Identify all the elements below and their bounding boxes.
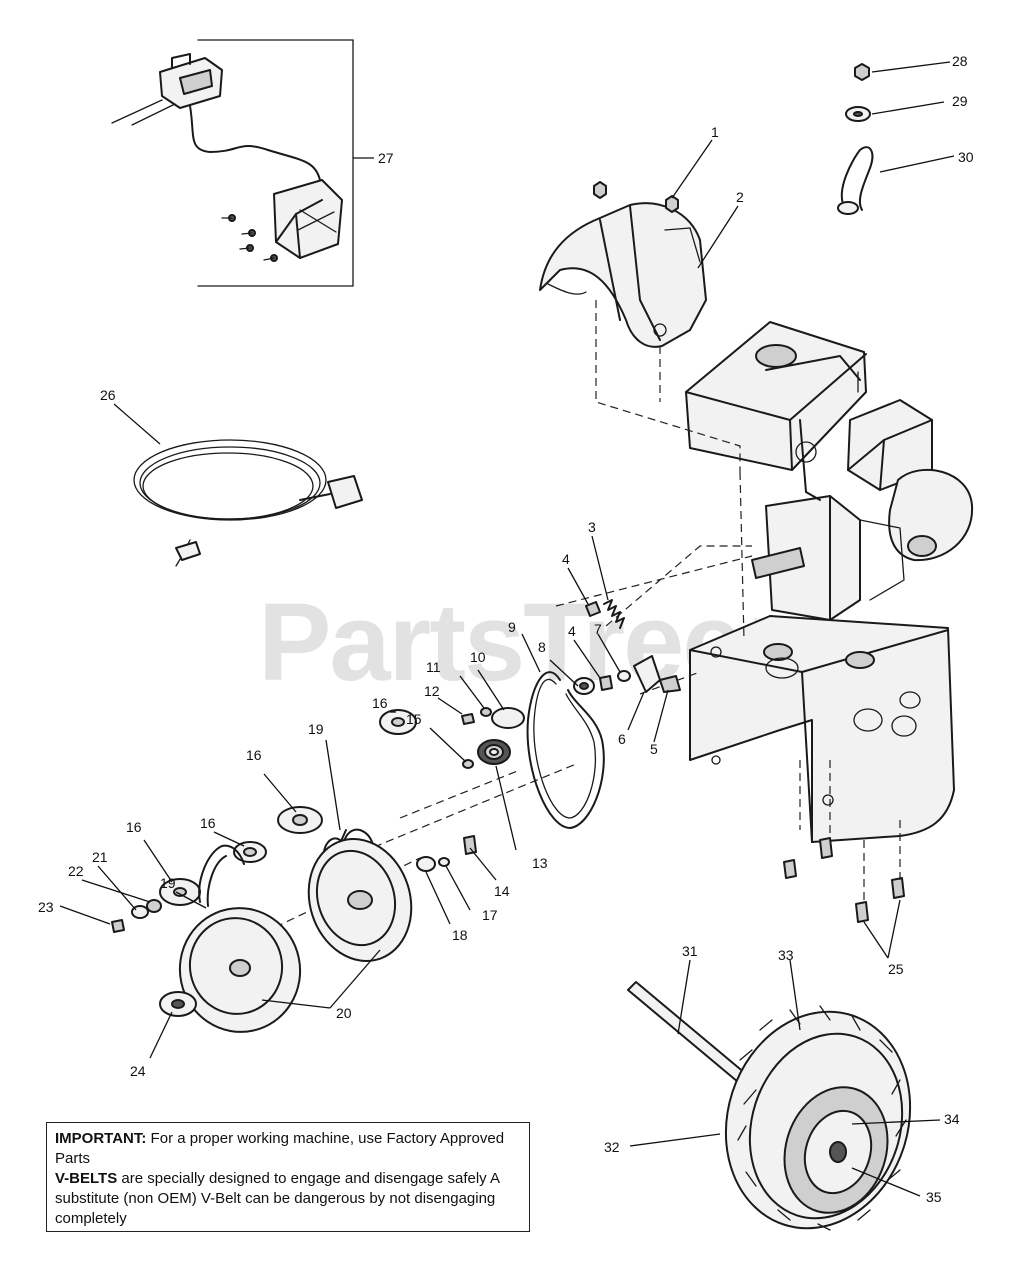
extension-cord: [133, 439, 363, 567]
callout-20: 20: [336, 1005, 352, 1021]
callout-35: 35: [926, 1189, 942, 1205]
nut-washer-hook: [837, 63, 874, 215]
callout-10: 10: [470, 649, 486, 665]
callout-27: 27: [378, 150, 394, 166]
washers-16: [159, 709, 417, 906]
idler-pulley-parts: [461, 707, 525, 769]
important-label: IMPORTANT:: [55, 1130, 147, 1147]
callout-11: 11: [426, 659, 441, 675]
drive-pulleys-20: [178, 838, 413, 1033]
callout-2: 2: [736, 189, 744, 205]
callout-16b: 16: [246, 747, 262, 763]
callout-7: 7: [594, 621, 602, 637]
callout-26: 26: [100, 387, 116, 403]
callout-4a: 4: [562, 551, 570, 567]
callout-33: 33: [778, 947, 794, 963]
wheel-assembly: [724, 1005, 912, 1231]
v-belt-9: [526, 671, 605, 829]
pulley-hardware: [111, 835, 477, 1017]
callout-16d: 16: [126, 819, 142, 835]
callout-14: 14: [494, 883, 510, 899]
callout-19a: 19: [308, 721, 324, 737]
callout-12: 12: [424, 683, 440, 699]
callout-4b: 4: [568, 623, 576, 639]
callout-6: 6: [618, 731, 626, 747]
callout-21: 21: [92, 849, 108, 865]
axle-31: [627, 981, 747, 1083]
callout-18: 18: [452, 927, 468, 943]
callout-5: 5: [650, 741, 658, 757]
callout-3: 3: [588, 519, 596, 535]
important-notice-box: IMPORTANT: For a proper working machine,…: [46, 1122, 530, 1232]
callout-31: 31: [682, 943, 698, 959]
vbelts-label: V-BELTS: [55, 1170, 118, 1187]
callout-30: 30: [958, 149, 974, 165]
callout-9: 9: [508, 619, 516, 635]
frame-bolts: [783, 837, 905, 923]
callout-8: 8: [538, 639, 546, 655]
idler-hardware: [573, 599, 681, 695]
leader-lines: [59, 61, 955, 1197]
belt-cover: [539, 181, 707, 348]
callout-numbers: 1 2 3 4 4 5 6 7 8 9 10 11 12 13 14 15 16…: [38, 53, 974, 1205]
callout-22: 22: [68, 863, 84, 879]
callout-17: 17: [482, 907, 498, 923]
callout-13: 13: [532, 855, 548, 871]
callout-24: 24: [130, 1063, 146, 1079]
callout-16a: 16: [372, 695, 388, 711]
important-text: For a proper working machine, use Factor…: [55, 1130, 505, 1167]
callout-23: 23: [38, 899, 54, 915]
callout-29: 29: [952, 93, 968, 109]
callout-34: 34: [944, 1111, 960, 1127]
callout-1: 1: [711, 124, 719, 140]
engine: [685, 321, 974, 621]
vbelts-text: are specially designed to engage and dis…: [55, 1170, 500, 1227]
callout-15: 15: [406, 711, 422, 727]
callout-32: 32: [604, 1139, 620, 1155]
callout-16c: 16: [200, 815, 216, 831]
frame-plate: [689, 615, 955, 843]
callout-25: 25: [888, 961, 904, 977]
electric-starter-assembly: [111, 39, 354, 287]
callout-19b: 19: [160, 875, 176, 891]
callout-28: 28: [952, 53, 968, 69]
